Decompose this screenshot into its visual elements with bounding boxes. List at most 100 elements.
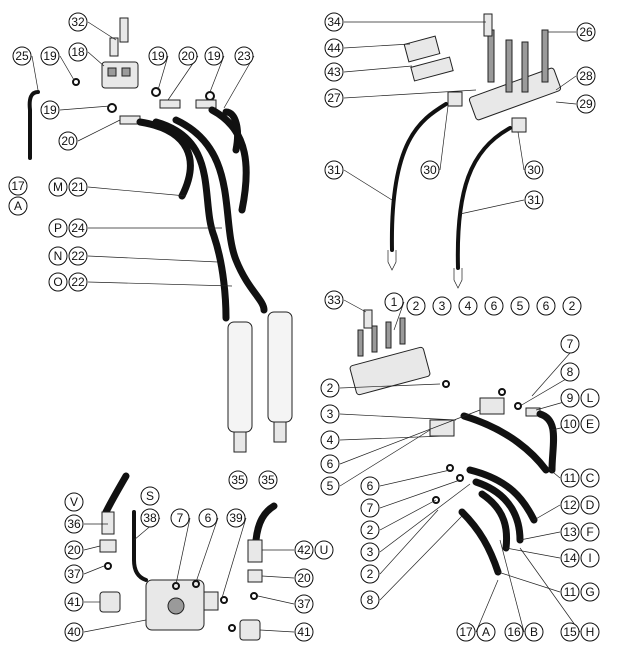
callout-circle [360,590,380,610]
callout-circle [140,508,160,528]
callout-number: 6 [327,457,334,471]
callout-14: 14 [560,548,580,568]
callout-number: 40 [67,625,81,639]
callout-35: 35 [258,470,278,490]
callout-number: 16 [507,625,521,639]
callout-number: O [53,275,62,289]
callout-17: 17 [8,176,28,196]
leader-line [157,55,169,91]
callout-circle [48,272,68,292]
callout-circle [324,290,344,310]
callout-34: 34 [324,12,344,32]
callout-37: 37 [294,594,314,614]
callout-circle [360,542,380,562]
callout-number: L [587,391,594,405]
leader-line [517,131,525,171]
callout-7: 7 [360,498,380,518]
callout-circle [48,177,68,197]
callout-circle [580,388,600,408]
callout-circle [560,495,580,515]
callout-19: 19 [148,46,168,66]
callout-circle [432,296,452,316]
callout-circle [420,160,440,180]
callout-2: 2 [360,564,380,584]
callout-20: 20 [178,46,198,66]
callout-29: 29 [576,94,596,114]
callout-number: 22 [71,275,85,289]
leader-line [555,101,577,105]
callout-number: M [53,180,63,194]
callout-number: B [530,625,538,639]
leader-line [339,383,441,389]
callout-7: 7 [170,508,190,528]
callout-number: 19 [207,49,221,63]
callout-circle [320,430,340,450]
callout-circle [178,46,198,66]
leader-line [259,629,295,633]
callout-number: D [586,498,595,512]
callout-circle [524,160,544,180]
callout-circle [560,582,580,602]
leader-line [257,595,295,605]
callout-number: 35 [261,473,275,487]
callout-5: 5 [510,296,530,316]
callout-1: 1 [384,292,404,312]
callout-number: 8 [367,593,374,607]
callout-15: 15 [560,622,580,642]
callout-5: 5 [320,476,340,496]
callout-31: 31 [324,160,344,180]
callout-number: 15 [563,625,577,639]
callout-2: 2 [406,296,426,316]
callout-C: C [580,468,600,488]
callout-circle [170,508,190,528]
leader-line [519,531,561,541]
callout-circle [560,622,580,642]
leader-line [87,21,117,41]
callout-41: 41 [294,622,314,642]
callout-number: 35 [231,473,245,487]
callout-S: S [140,486,160,506]
callout-8: 8 [560,362,580,382]
callout-7: 7 [560,334,580,354]
callout-27: 27 [324,88,344,108]
callout-19: 19 [40,46,60,66]
callout-number: 18 [71,45,85,59]
callout-circle [68,12,88,32]
top-left-valve-assembly [27,17,293,453]
callout-number: I [588,551,591,565]
callout-circle [456,622,476,642]
callout-42: 42 [294,540,314,560]
callout-circle [320,454,340,474]
leader-line [87,281,233,287]
callout-number: 6 [491,299,498,313]
callout-circle [234,46,254,66]
callout-17: 17 [456,622,476,642]
callout-10: 10 [560,414,580,434]
leader-line [83,619,147,633]
callout-circle [64,592,84,612]
leader-line [195,517,219,583]
callout-6: 6 [536,296,556,316]
callout-circle [64,492,84,512]
callout-39: 39 [226,508,246,528]
callout-O: O [48,272,68,292]
top-right-remote-valve [387,13,562,289]
callout-3: 3 [360,542,380,562]
callout-circle [524,190,544,210]
callout-circle [360,498,380,518]
callout-circle [580,414,600,434]
callout-number: 33 [327,293,341,307]
callout-30: 30 [420,160,440,180]
leader-line [343,43,411,49]
callout-number: 9 [567,391,574,405]
callout-circle [204,46,224,66]
callout-number: 21 [71,180,85,194]
callout-6: 6 [484,296,504,316]
callout-30: 30 [524,160,544,180]
callout-36: 36 [64,514,84,534]
callout-4: 4 [458,296,478,316]
callout-number: V [70,495,78,509]
callout-number: 19 [43,103,57,117]
callout-number: 8 [567,365,574,379]
callout-circle [562,296,582,316]
